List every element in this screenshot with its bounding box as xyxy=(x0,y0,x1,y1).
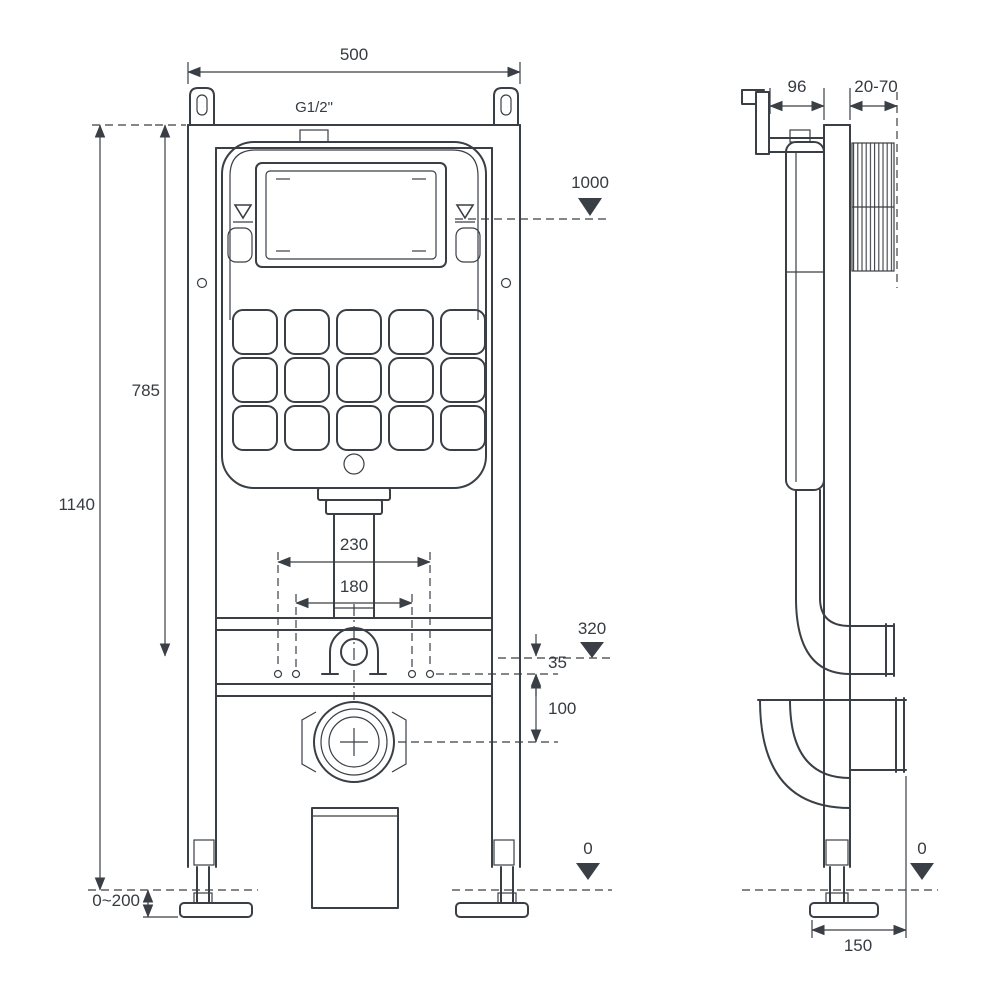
dim-wall-gap: 20-70 xyxy=(849,77,898,288)
dim-wall-gap-label: 20-70 xyxy=(854,77,897,96)
fixing-holes xyxy=(273,669,435,679)
dim-width-180: 180 xyxy=(295,577,413,668)
tank-square-pattern xyxy=(232,309,486,451)
water-level-mark-right xyxy=(455,204,475,223)
rail-bolt-hole xyxy=(500,277,512,289)
level-triangle-0-front xyxy=(576,863,600,880)
dim-depth-96-label: 96 xyxy=(788,77,807,96)
dim-height-1140-label: 1140 xyxy=(58,495,95,514)
side-flush-bend xyxy=(795,489,895,677)
level-triangle-0-side xyxy=(910,863,934,880)
dim-depth-150-label: 150 xyxy=(844,936,872,955)
tank-drain-port xyxy=(343,453,365,475)
dim-level-0-side-label: 0 xyxy=(917,839,926,858)
dim-depth-150: 150 xyxy=(811,776,907,955)
water-level-mark-left xyxy=(233,204,253,223)
foot-housing xyxy=(193,839,215,866)
dim-width-230-label: 230 xyxy=(340,535,368,554)
dim-width-230: 230 xyxy=(277,535,431,668)
dim-gap-35: 35 xyxy=(436,634,567,696)
access-window xyxy=(255,162,447,268)
dim-gap-35-label: 35 xyxy=(548,653,567,672)
tank-side-pocket xyxy=(227,227,253,263)
side-view xyxy=(741,89,907,918)
dim-level-320-label: 320 xyxy=(578,619,606,638)
dim-depth-96: 96 xyxy=(769,77,825,120)
feet xyxy=(179,866,529,918)
dim-width-500: 500 xyxy=(187,45,521,84)
side-waste-elbow xyxy=(757,697,907,809)
waste-outlet-socket xyxy=(301,701,407,783)
side-foot-housing xyxy=(825,839,849,866)
threaded-rods xyxy=(851,142,895,272)
water-inlet-fitting xyxy=(299,129,329,143)
dim-gap-100: 100 xyxy=(398,673,576,743)
dim-feet-range-label: 0~200 xyxy=(92,891,140,910)
foot-housing xyxy=(493,839,515,866)
dim-gap-100-label: 100 xyxy=(548,699,576,718)
level-triangle-320 xyxy=(580,642,604,658)
crossbars xyxy=(215,604,493,700)
inlet-label: G1/2" xyxy=(295,99,333,116)
front-dimensions: 500 G1/2" 1000 785 1140 230 xyxy=(58,45,612,918)
center-bracket xyxy=(321,627,387,675)
dim-level-1000: 1000 xyxy=(455,173,609,220)
front-view xyxy=(179,87,529,918)
dim-level-0-front-label: 0 xyxy=(583,839,592,858)
dim-level-0-side: 0 xyxy=(742,839,938,891)
side-rail xyxy=(823,124,851,868)
side-dimensions: 96 20-70 0 150 xyxy=(742,77,938,955)
mounting-tabs xyxy=(189,87,519,126)
wall-bracket xyxy=(741,89,825,155)
dim-feet-range: 0~200 xyxy=(92,889,178,918)
dim-width-180-label: 180 xyxy=(340,577,368,596)
level-triangle-1000 xyxy=(578,198,602,216)
dim-level-320: 320 xyxy=(498,619,610,659)
side-foot xyxy=(809,866,879,918)
tank-side-pocket xyxy=(455,227,481,263)
frame-rails xyxy=(187,124,521,868)
dim-height-785-label: 785 xyxy=(132,381,160,400)
rail-bolt-hole xyxy=(196,277,208,289)
side-inlet-fitting xyxy=(789,129,811,143)
cistern-side-profile xyxy=(785,129,825,491)
dim-level-1000-label: 1000 xyxy=(571,173,609,192)
cistern-tank xyxy=(221,129,487,489)
connection-box xyxy=(311,807,399,909)
dim-height-785: 785 xyxy=(132,124,186,657)
dim-level-0-front: 0 xyxy=(576,839,600,880)
socket-clamp-left xyxy=(301,711,317,773)
dim-width-500-label: 500 xyxy=(340,45,368,64)
dim-height-1140: 1140 xyxy=(58,124,152,891)
